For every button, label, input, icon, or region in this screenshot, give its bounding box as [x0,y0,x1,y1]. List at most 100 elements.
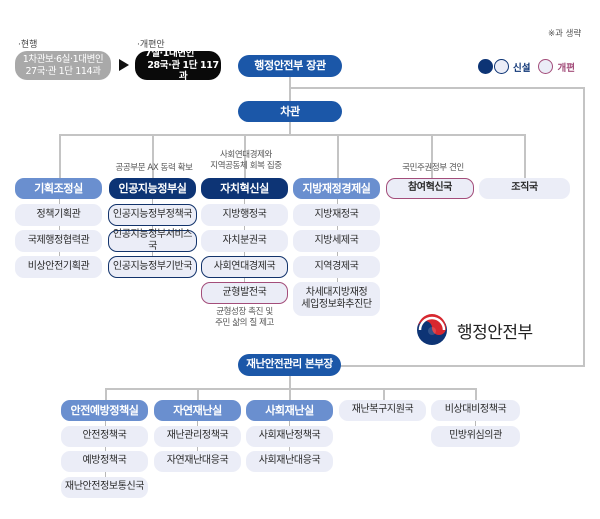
bureau-item: 사회재난대응국 [246,451,333,472]
bureau-item: 자치분권국 [201,230,288,252]
connector [289,76,291,102]
footnote: ※과 생략 [548,29,582,39]
bureau-item: 지방행정국 [201,204,288,226]
tick [197,421,198,426]
ministry-logo-text: 행정안전부 [457,322,533,343]
tick [244,251,245,256]
office-note: 국민주권정부 견인 [402,163,464,173]
bureau-footnote: 균형성장 촉진 및 주민 삶의 질 제고 [196,307,293,330]
new-outline-circle-icon [494,59,509,74]
connector [59,134,526,136]
office-ai-government: 인공지능정부실 [109,178,196,199]
minister-box: 행정안전부 장관 [238,55,342,77]
connector [337,134,339,180]
tick [105,421,106,426]
office-note: 공공부문 AX 동력 확보 [115,163,193,173]
tick [337,226,338,231]
office-disaster-recovery: 재난복구지원국 [339,400,426,421]
office-emergency-planning: 비상대비정책국 [431,400,520,421]
bureau-item: 지방세제국 [293,230,380,252]
bureau-item: 민방위심의관 [431,426,520,447]
tick [59,199,60,204]
bureau-item: 지역경제국 [293,256,380,278]
current-label: ·현행 [18,40,38,50]
ministry-logo: 행정안전부 [415,313,533,347]
office-organization: 조직국 [479,178,570,199]
connector [105,388,107,402]
connector [431,134,433,180]
tick [337,277,338,282]
bureau-item: 자연재난대응국 [154,451,241,472]
connector [197,388,199,402]
tick [289,421,290,426]
bureau-item-new: 사회연대경제국 [201,256,288,278]
connector [289,375,291,389]
office-participation-innovation: 참여혁신국 [386,178,474,199]
bureau-item-revised: 균형발전국 [201,282,288,304]
connector [244,134,246,180]
connector [290,87,585,89]
bureau-item-new: 인공지능정부기반국 [108,256,197,278]
connector [289,121,291,136]
bureau-item: 지방재정국 [293,204,380,226]
office-safety-prevention: 안전예방정책실 [61,400,148,421]
office-note-line: 사회연대경제와 [220,150,272,160]
connector [475,388,477,402]
connector [340,365,585,367]
bureau-item: 차세대지방재정 세입정보화추진단 [293,282,380,316]
office-note-line: 지역공동체 회복 집중 [210,161,282,172]
office-note: 사회연대경제와 지역공동체 회복 집중 [196,150,296,173]
office-planning: 기획조정실 [15,178,102,199]
current-line1: 1차관보·6실·1대변인 [22,53,104,65]
revised-circle-icon [538,59,554,74]
connector [289,388,291,402]
bureau-item: 사회재난정책국 [246,426,333,447]
bureau-item: 정책기획관 [15,204,102,226]
current-summary: 1차관보·6실·1대변인 27국·관 1단 114과 [15,51,111,80]
bureau-item: 국제행정협력관 [15,230,102,252]
reform-line2: 28국·관 1단 117과 [147,59,219,83]
tick [244,199,245,204]
bureau-item-new: 인공지능정부서비스국 [108,229,197,252]
current-line2: 27국·관 1단 114과 [25,65,101,77]
connector [383,388,385,402]
tick [152,251,153,256]
tick [289,446,290,451]
tick [197,446,198,451]
bureau-item: 예방정책국 [61,451,148,472]
office-local-finance: 지방재정경제실 [293,178,380,199]
connector [524,134,526,180]
office-natural-disaster: 자연재난실 [154,400,241,421]
bureau-item-line: 차세대지방재정 [305,286,368,298]
arrow-right-icon [119,59,129,71]
tick [337,199,338,204]
tick [244,226,245,231]
bureau-item: 재난안전정보통신국 [61,477,148,498]
bureau-item: 비상안전기획관 [15,256,102,278]
connector [583,87,585,366]
vice-minister-box: 차관 [238,101,342,122]
office-autonomy-innovation: 자치혁신실 [201,178,288,199]
tick [152,199,153,204]
bureau-item-line: 세입정보화추진단 [301,299,372,310]
bureau-item: 재난관리정책국 [154,426,241,447]
tick [475,421,476,426]
bureau-item-new: 인공지능정부정책국 [108,204,197,226]
connector [152,134,154,180]
connector [105,388,477,390]
bureau-footnote-line: 주민 삶의 질 제고 [215,318,274,329]
tick [59,251,60,256]
legend: 신설 개편 [478,59,575,74]
legend-new-label: 신설 [513,62,531,74]
tick [152,226,153,231]
tick [337,251,338,256]
tick [244,277,245,282]
new-dark-circle-icon [478,59,493,74]
office-social-disaster: 사회재난실 [246,400,333,421]
tick [105,446,106,451]
tick [105,472,106,477]
taegeuk-emblem-icon [417,314,447,345]
reform-label: ·개편안 [137,40,165,50]
legend-revised-label: 개편 [557,62,575,74]
reform-line1: 7실·1대변인 [145,47,194,59]
